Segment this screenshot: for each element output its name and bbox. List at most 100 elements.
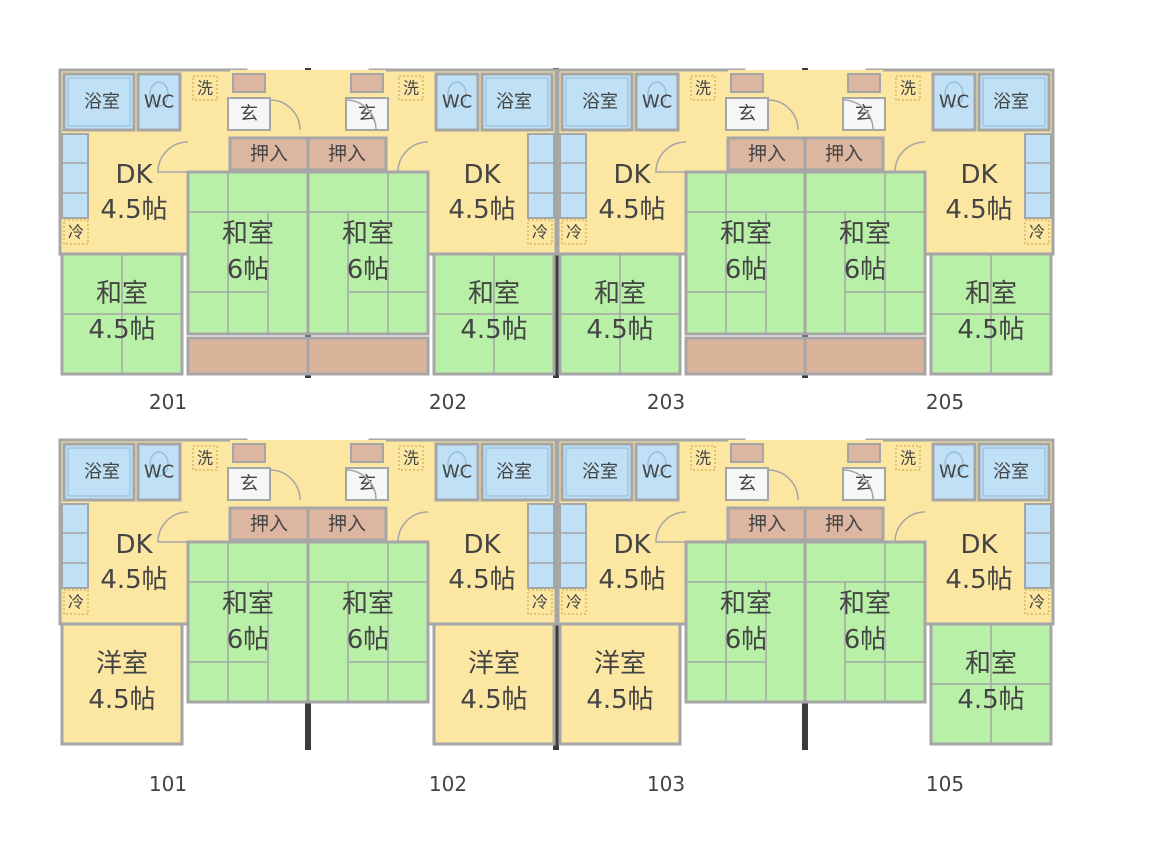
fridge-space (1024, 589, 1050, 615)
washitsu-6 (803, 170, 927, 336)
toilet (136, 442, 182, 502)
washitsu-6-size: 6帖 (725, 625, 768, 655)
genkan (842, 467, 886, 501)
engawa (306, 336, 430, 376)
bathroom (480, 72, 554, 132)
bath-label: 浴室 (993, 92, 1029, 113)
genkan-label: 玄 (240, 104, 258, 125)
dk-name: DK (613, 530, 651, 560)
bathroom (480, 442, 554, 502)
fridge-space (527, 589, 553, 615)
fridge-space (63, 589, 89, 615)
wash-label: 洗 (695, 79, 711, 98)
washitsu-6-name: 和室 (342, 589, 394, 619)
toilet-bowl (647, 451, 667, 477)
fridge-label: 冷 (532, 223, 548, 242)
washitsu-door (397, 511, 429, 543)
genkan-label: 玄 (855, 474, 873, 495)
bath-label: 浴室 (496, 92, 532, 113)
front-room (558, 622, 682, 746)
wash-label: 洗 (197, 79, 213, 98)
genkan-shelf (847, 443, 881, 463)
washitsu-6 (684, 540, 808, 704)
front-room-name: 洋室 (594, 649, 646, 679)
genkan (345, 97, 389, 131)
fridge-label: 冷 (68, 223, 84, 242)
genkan-label: 玄 (738, 474, 756, 495)
genkan-shelf (730, 73, 764, 93)
bath-label: 浴室 (993, 462, 1029, 483)
genkan-label: 玄 (358, 474, 376, 495)
dk-size: 4.5帖 (945, 565, 1012, 595)
entrance-door (842, 99, 874, 131)
laundry-space (895, 75, 921, 101)
oshiire (228, 136, 310, 172)
wc-label: WC (144, 462, 174, 483)
front-room-size: 4.5帖 (586, 315, 653, 345)
front-room-name: 和室 (96, 279, 148, 309)
bathroom (977, 72, 1051, 132)
washitsu-6 (186, 170, 310, 336)
washitsu-6-size: 6帖 (347, 255, 390, 285)
bathtub (565, 447, 629, 497)
washitsu-6-size: 6帖 (347, 625, 390, 655)
laundry-space (398, 445, 424, 471)
dk-name: DK (463, 160, 501, 190)
front-room-size: 4.5帖 (460, 315, 527, 345)
front-room-name: 洋室 (96, 649, 148, 679)
toilet (136, 72, 182, 132)
kitchen-counter (559, 133, 587, 219)
oshiire-label: 押入 (328, 143, 366, 165)
toilet-bowl (944, 451, 964, 477)
washitsu-6-name: 和室 (222, 589, 274, 619)
fridge-label: 冷 (1029, 223, 1045, 242)
dk-size: 4.5帖 (100, 565, 167, 595)
kitchen-counter (527, 503, 555, 589)
wc-label: WC (442, 462, 472, 483)
bath-label: 浴室 (582, 92, 618, 113)
washitsu-6-name: 和室 (720, 219, 772, 249)
bathroom (62, 72, 136, 132)
toilet (634, 442, 680, 502)
oshiire-label: 押入 (748, 513, 786, 535)
washitsu-door (655, 141, 687, 173)
wc-label: WC (939, 92, 969, 113)
front-room-name: 和室 (965, 279, 1017, 309)
fridge-space (1024, 219, 1050, 245)
oshiire (803, 136, 885, 172)
wc-label: WC (144, 92, 174, 113)
dk-size: 4.5帖 (448, 195, 515, 225)
bathroom (560, 442, 634, 502)
genkan-label: 玄 (358, 104, 376, 125)
fridge-space (63, 219, 89, 245)
washitsu-6-size: 6帖 (227, 255, 270, 285)
oshiire (228, 506, 310, 542)
genkan-shelf (350, 73, 384, 93)
washitsu-6 (306, 170, 430, 336)
oshiire-label: 押入 (825, 143, 863, 165)
washitsu-door (894, 511, 926, 543)
fridge-label: 冷 (1029, 593, 1045, 612)
fridge-space (561, 219, 587, 245)
toilet-bowl (447, 81, 467, 107)
dk-size: 4.5帖 (945, 195, 1012, 225)
washitsu-door (157, 511, 189, 543)
washitsu-6-name: 和室 (839, 589, 891, 619)
genkan (227, 97, 271, 131)
wc-label: WC (442, 92, 472, 113)
laundry-space (192, 75, 218, 101)
dk-name: DK (115, 530, 153, 560)
unit-number: 102 (429, 772, 467, 796)
genkan-label: 玄 (240, 474, 258, 495)
toilet-bowl (149, 81, 169, 107)
washitsu-6-name: 和室 (222, 219, 274, 249)
engawa (186, 336, 310, 376)
wc-label: WC (642, 462, 672, 483)
genkan (725, 97, 769, 131)
bathroom (62, 442, 136, 502)
genkan-shelf (847, 73, 881, 93)
unit-number: 205 (926, 390, 964, 414)
bath-label: 浴室 (582, 462, 618, 483)
